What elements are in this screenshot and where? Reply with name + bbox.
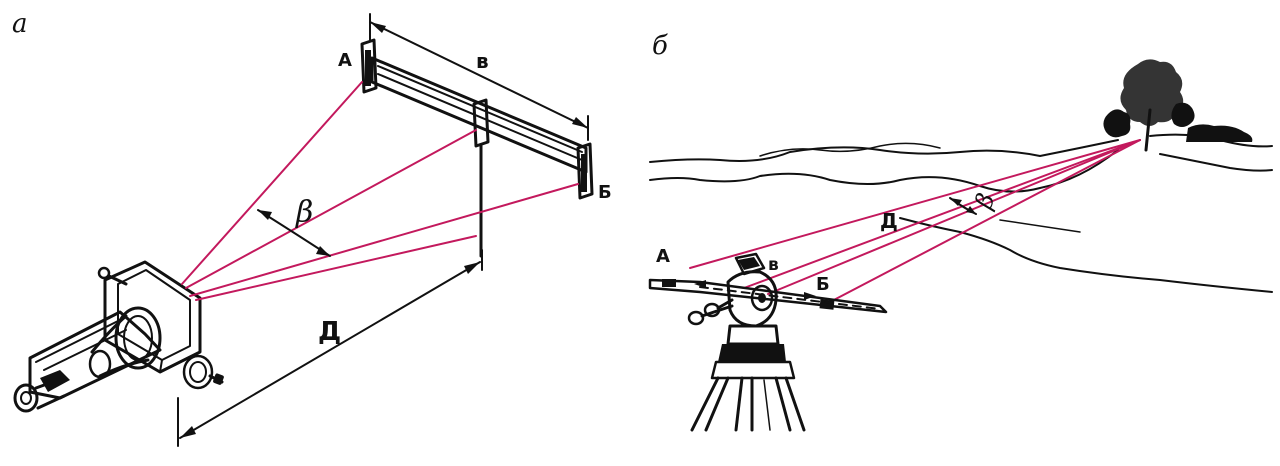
label-point-a: А [338, 50, 352, 71]
sight-rays-b [689, 139, 1141, 303]
label-point-b: Б [598, 182, 612, 203]
panel-a: а [12, 9, 612, 447]
ray-to-b [189, 183, 579, 297]
label-distance: Д [318, 317, 341, 347]
ray-to-instrument [743, 139, 1141, 289]
distance-dimension-a [177, 249, 483, 447]
ray-from-instrument [767, 139, 1141, 295]
panel-b-letter: б [652, 31, 668, 61]
base-rail [360, 38, 594, 258]
ray-to-b [829, 139, 1141, 303]
theodolite [687, 252, 806, 432]
label-angle: β [295, 195, 313, 230]
label-base: в [476, 49, 489, 73]
base-dimension-a [369, 13, 589, 141]
sight-rays-a [181, 81, 579, 301]
ray-to-a [181, 81, 363, 285]
ray-to-middle [185, 129, 477, 289]
label-base: в [768, 255, 779, 275]
tree-group [1103, 59, 1253, 152]
panel-a-letter: а [12, 9, 28, 39]
angle-arc-b [949, 197, 977, 215]
rangefinder-device [13, 260, 224, 413]
panel-b: б [648, 31, 1273, 432]
landscape [649, 59, 1273, 293]
ray-horizontal [195, 235, 477, 301]
label-point-a: А [656, 246, 670, 267]
label-distance: Д [880, 209, 898, 233]
label-point-b: Б [816, 274, 830, 295]
angle-arc-a [257, 209, 331, 257]
ray-to-a [689, 139, 1141, 269]
